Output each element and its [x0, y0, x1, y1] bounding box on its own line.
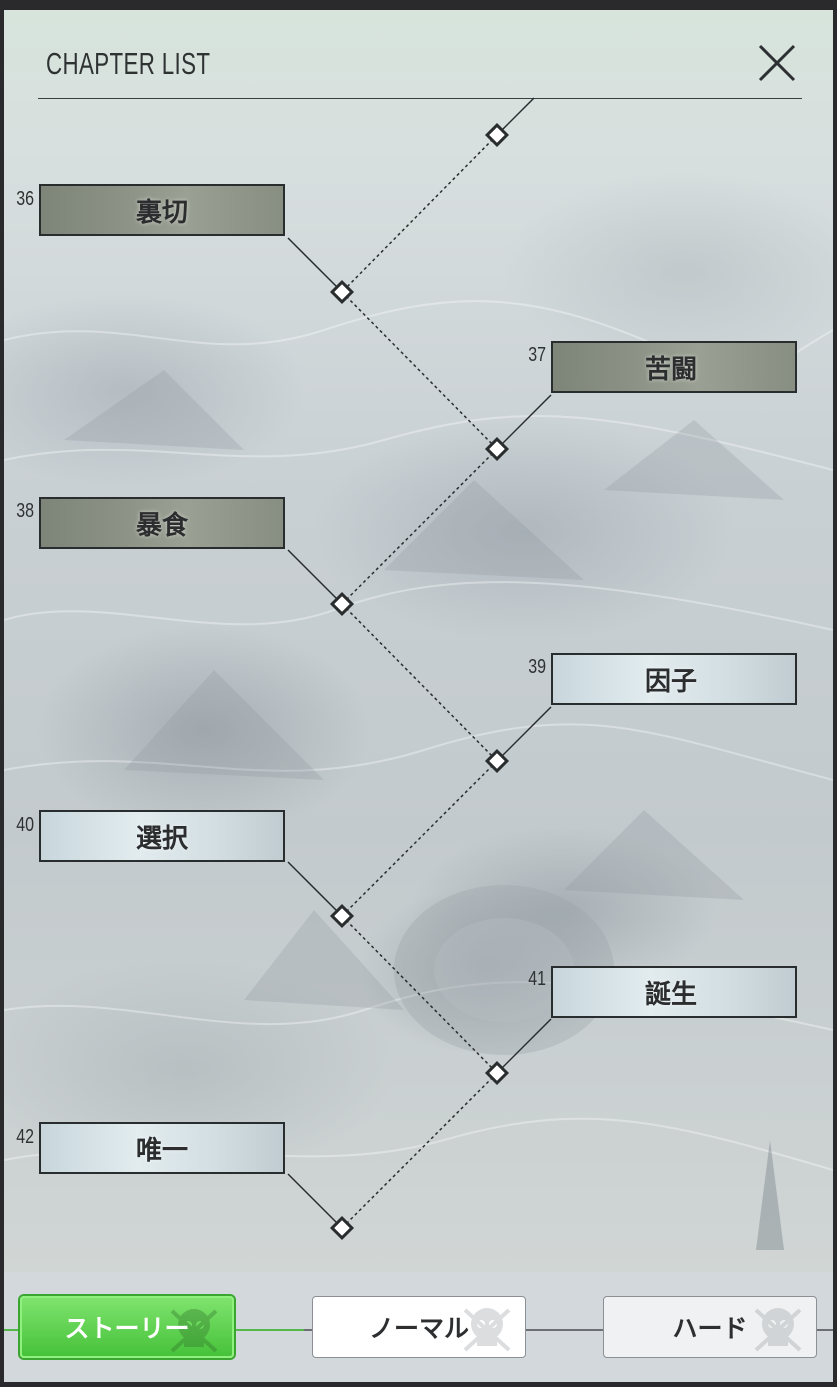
skull-icon [754, 1308, 802, 1352]
chapter-number: 42 [16, 1126, 34, 1148]
chapter-name: 因子 [645, 666, 698, 697]
chapter-number: 37 [528, 344, 546, 366]
chapter-number: 36 [16, 188, 34, 210]
chapter-name: 苦闘 [645, 354, 698, 385]
chapter-name: 唯一 [135, 1135, 188, 1166]
chapter-thumbnail [41, 499, 283, 547]
diamond-node-icon [329, 903, 355, 929]
close-icon [758, 44, 796, 82]
diamond-node-icon [329, 1215, 355, 1241]
chapter-card-41[interactable]: 誕生 [551, 966, 797, 1018]
chapter-number: 38 [16, 500, 34, 522]
route-solid-lines [287, 97, 552, 1229]
normal-label: ノーマル [368, 1314, 469, 1343]
hard-difficulty-button[interactable]: ハード [603, 1296, 817, 1358]
header-bar: CHAPTER LIST [38, 40, 802, 99]
chapter-card-42[interactable]: 唯一 [39, 1122, 285, 1174]
chapter-thumbnail [553, 655, 795, 703]
chapter-thumbnail [41, 812, 283, 860]
diamond-node-icon [484, 748, 510, 774]
chapter-thumbnail [553, 343, 795, 391]
chapter-name: 誕生 [645, 979, 698, 1010]
chapter-thumbnail [41, 186, 283, 234]
difficulty-bar: ストーリー ノーマル ハード [4, 1272, 833, 1382]
chapter-card-40[interactable]: 選択 [39, 810, 285, 862]
hard-label: ハード [672, 1314, 748, 1343]
chapter-card-38[interactable]: 暴食 [39, 497, 285, 549]
chapter-name: 裏切 [135, 197, 188, 228]
chapter-thumbnail [553, 968, 795, 1016]
story-label: ストーリー [64, 1314, 190, 1343]
normal-difficulty-button[interactable]: ノーマル [312, 1296, 526, 1358]
close-button[interactable] [754, 40, 800, 86]
skull-icon [170, 1309, 218, 1353]
chapter-name: 選択 [135, 823, 188, 854]
chapter-number: 39 [528, 656, 546, 678]
chapter-card-36[interactable]: 裏切 [39, 184, 285, 236]
diamond-node-icon [484, 122, 510, 148]
route-dotted-lines [341, 134, 498, 1229]
diamond-node-icon [329, 279, 355, 305]
chapter-route [287, 97, 552, 1241]
chapter-number: 40 [16, 814, 34, 836]
diamond-node-icon [484, 1060, 510, 1086]
chapter-thumbnail [41, 1124, 283, 1172]
chapter-number: 41 [528, 968, 546, 990]
chapter-card-39[interactable]: 因子 [551, 653, 797, 705]
page-title: CHAPTER LIST [46, 46, 211, 81]
chapter-card-37[interactable]: 苦闘 [551, 341, 797, 393]
diamond-node-icon [329, 591, 355, 617]
diamond-node-icon [484, 436, 510, 462]
chapter-name: 暴食 [135, 510, 188, 541]
chapter-list-panel: CHAPTER LIST [4, 10, 833, 1382]
story-difficulty-button[interactable]: ストーリー [20, 1296, 234, 1358]
skull-icon [463, 1308, 511, 1352]
